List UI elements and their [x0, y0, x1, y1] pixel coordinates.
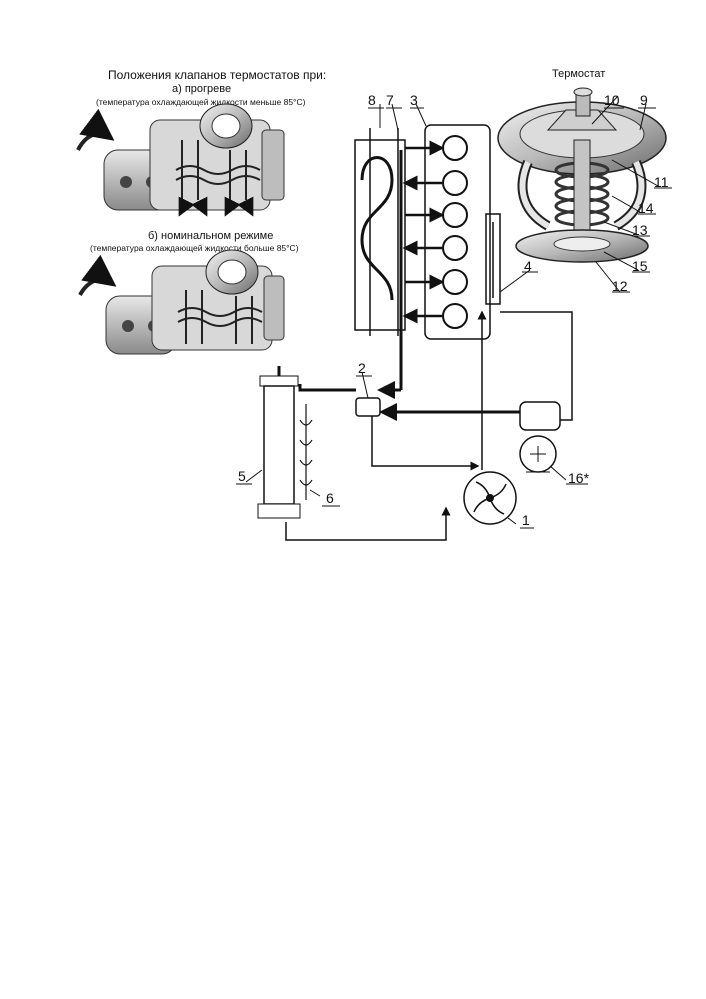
callout-leader-lines [236, 95, 672, 529]
case-a-label: а) прогреве [172, 83, 232, 95]
engine-block-schematic [354, 124, 501, 340]
callout-14: 14 [638, 200, 654, 216]
left-panel-title: Положения клапанов термостатов при: [108, 68, 327, 82]
compressor-16 [519, 401, 561, 473]
callout-7: 7 [386, 92, 394, 108]
thermostat-housing-warmup-illustration [76, 103, 285, 217]
thermostat-detail-illustration [497, 87, 667, 263]
thermostat-housing-nominal-illustration [78, 249, 285, 355]
water-pump-1 [463, 471, 517, 525]
coolant-pipework [285, 150, 573, 541]
callout-13: 13 [632, 222, 648, 238]
callout-1: 1 [522, 512, 530, 528]
callout-5: 5 [238, 468, 246, 484]
case-b-label: б) номинальном режиме [148, 230, 274, 242]
callout-2: 2 [358, 360, 366, 376]
callout-12: 12 [612, 278, 628, 294]
callout-4: 4 [524, 258, 532, 274]
callout-8: 8 [368, 92, 376, 108]
callout-3: 3 [410, 92, 418, 108]
thermostat-housing-2 [355, 397, 381, 417]
case-a-note: (температура охлаждающей жидкости меньше… [96, 97, 306, 107]
callout-16: 16* [568, 470, 590, 486]
callout-9: 9 [640, 92, 648, 108]
callout-6: 6 [326, 490, 334, 506]
thermostat-title: Термостат [552, 68, 606, 80]
radiator-5 [257, 366, 301, 519]
case-b-note: (температура охлаждающей жидкости больше… [90, 243, 299, 253]
callout-11: 11 [654, 174, 669, 190]
callout-10: 10 [604, 92, 620, 108]
fan-6 [299, 404, 313, 500]
callout-15: 15 [632, 258, 648, 274]
